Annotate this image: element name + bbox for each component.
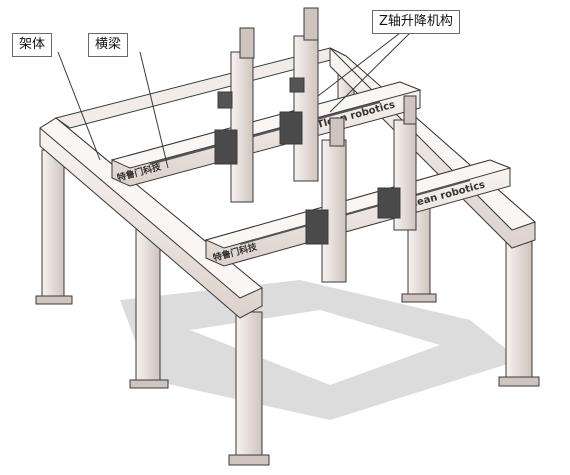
- leader-frame: [57, 51, 101, 161]
- leader-z-2: [329, 32, 411, 113]
- frame-post-back-left: [35, 149, 73, 305]
- floor-shadow: [120, 280, 520, 420]
- z-column-1: [214, 27, 255, 203]
- callout-frame-label: 架体: [12, 33, 53, 57]
- frame-post-front-left: [129, 227, 169, 389]
- callout-z-axis-label: Z轴升降机构: [372, 10, 460, 34]
- z-column-3: [377, 95, 417, 231]
- callout-leaders: [57, 32, 411, 169]
- z-axis-columns: [214, 7, 417, 283]
- z-column-2: [279, 7, 319, 182]
- frame-post-front-right: [498, 231, 540, 387]
- leader-z-1: [317, 32, 401, 97]
- callout-beam-label: 横梁: [88, 33, 129, 57]
- cross-beam-back: 特鲁门科技 Tlean robotics: [110, 81, 422, 187]
- leader-beam: [139, 51, 169, 169]
- z-column-4: [305, 117, 347, 283]
